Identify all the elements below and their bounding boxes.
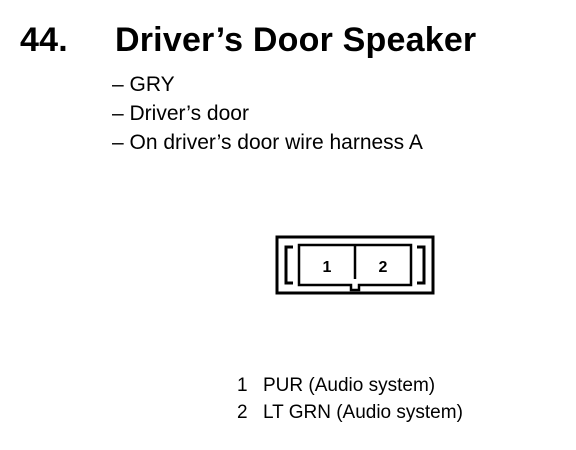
connector-harness-detail: – On driver’s door wire harness A — [112, 131, 423, 154]
connector-color-detail: – GRY — [112, 73, 175, 96]
right-latch-bracket — [417, 245, 426, 285]
connector-details-list: – GRY – Driver’s door – On driver’s door… — [112, 70, 423, 157]
connector-location-detail: – Driver’s door — [112, 102, 249, 125]
connector-pin-label-2: 2 — [379, 259, 388, 276]
pin-description: LT GRN (Audio system) — [263, 402, 463, 423]
section-number: 44. — [20, 21, 68, 59]
pin-number: 1 — [237, 375, 248, 396]
pin-assignment-row: 1 PUR (Audio system) — [237, 372, 463, 399]
pin-assignment-list: 1 PUR (Audio system) 2 LT GRN (Audio syste… — [237, 372, 463, 426]
pin-assignment-row: 2 LT GRN (Audio system) — [237, 399, 463, 426]
page-title: Driver’s Door Speaker — [115, 21, 477, 59]
pin-number: 2 — [237, 402, 248, 423]
connector-diagram: 1 2 — [275, 235, 435, 295]
pin-description: PUR (Audio system) — [263, 375, 436, 396]
connector-housing-outline — [275, 235, 435, 295]
pin-cavity-outline — [297, 243, 413, 292]
left-latch-bracket — [284, 245, 293, 285]
connector-pin-label-1: 1 — [323, 259, 332, 276]
